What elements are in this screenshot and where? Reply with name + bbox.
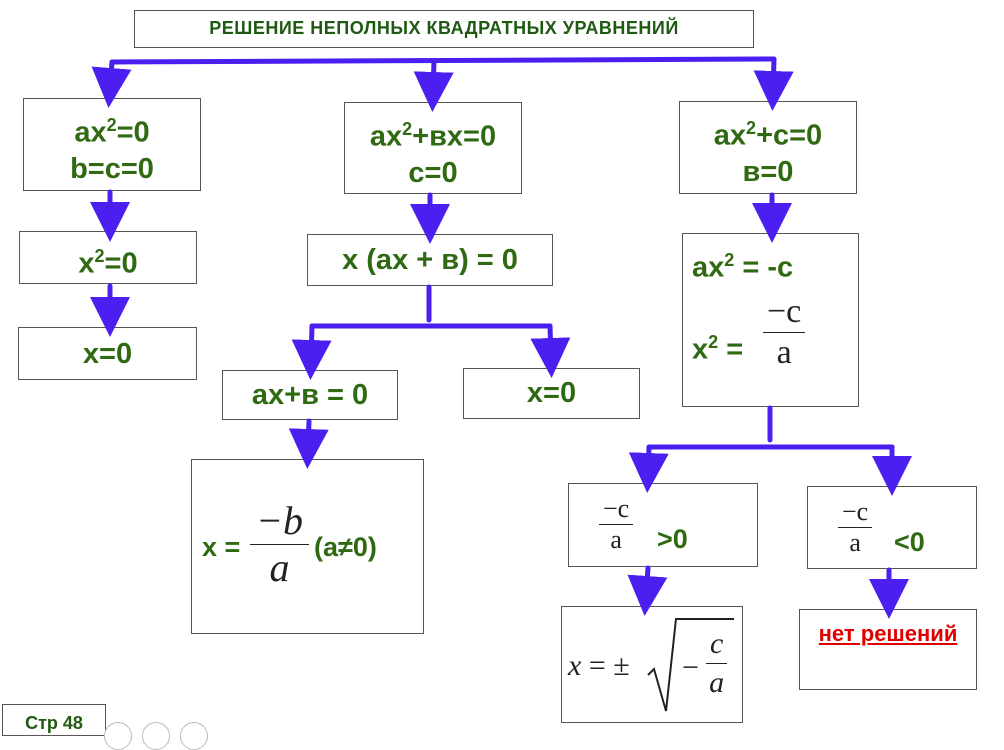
sqrt-symbol-icon	[647, 618, 734, 712]
case3-condition: в=0	[742, 155, 794, 188]
case1-condition: b=c=0	[70, 152, 154, 185]
case3-x2-denominator: a	[776, 334, 792, 371]
case2-solution-denominator: a	[269, 545, 290, 590]
case2-equation: ах2+вх=0	[369, 119, 497, 153]
case2-solution-prefix: х =	[202, 532, 241, 562]
case3-positive-denominator: a	[610, 525, 622, 554]
case2-equation-box: ах2+вх=0 с=0	[344, 102, 522, 194]
case3-equation: ах2+с=0	[713, 118, 823, 152]
case1-equation: ах2=0	[74, 115, 150, 149]
case3-x2-fraction: −c a	[763, 292, 806, 373]
case3-negative-sign: <0	[894, 527, 925, 557]
case3-solution-numerator: c	[706, 625, 728, 664]
case3-solution-minus: −	[682, 651, 699, 684]
case3-step-box: ах2 = -с х2 = −c a	[682, 233, 859, 407]
case3-positive-numerator: −c	[599, 494, 634, 525]
case3-solution-fraction: c a	[706, 625, 728, 702]
case3-solution-lhs: x = ±	[568, 649, 630, 682]
top-branch-line	[109, 56, 777, 65]
diagram-title: РЕШЕНИЕ НЕПОЛНЫХ КВАДРАТНЫХ УРАВНЕНИЙ	[134, 10, 754, 48]
case3-x2-label: х2 =	[692, 332, 744, 366]
arrow-to-case3	[753, 56, 794, 111]
no-solution-box: нет решений	[799, 609, 977, 690]
case3-negative-box: −c a <0	[807, 486, 977, 569]
case1-equation-box: ах2=0 b=c=0	[23, 98, 201, 191]
case3-step-equation: ах2 = -с	[692, 250, 794, 284]
arrow-to-case2	[413, 58, 454, 112]
arrow-case2-solution	[288, 418, 329, 469]
arrow-case2-right	[530, 323, 571, 378]
case2-solution-numerator: −b	[250, 498, 309, 545]
case3-equation-box: ах2+с=0 в=0	[679, 101, 857, 194]
no-solution-text: нет решений	[818, 621, 958, 646]
case2-solution-condition: (а≠0)	[314, 532, 377, 562]
arrow-case2-left	[291, 323, 332, 380]
arrow-case3-positive	[628, 444, 669, 493]
case3-positive-sign: >0	[657, 524, 688, 554]
case3-negative-numerator: −c	[838, 497, 873, 528]
case2-solution-fraction: −b a	[250, 498, 309, 591]
case2-branch-right-box: х=0	[463, 368, 640, 419]
arrow-to-case1	[91, 59, 132, 108]
case3-negative-fraction: −c a	[838, 497, 873, 558]
case2-solution-box: х = −b a (а≠0)	[191, 459, 424, 634]
case3-solution-box: x = ± − c a	[561, 606, 743, 723]
case3-negative-denominator: a	[849, 528, 861, 557]
connector-arrows	[90, 56, 912, 619]
case3-positive-fraction: −c a	[599, 494, 634, 555]
arrow-case3-solution	[627, 565, 668, 616]
case2-condition: с=0	[408, 156, 458, 189]
case3-x2-numerator: −c	[763, 292, 806, 333]
case3-solution-denominator: a	[709, 666, 725, 699]
